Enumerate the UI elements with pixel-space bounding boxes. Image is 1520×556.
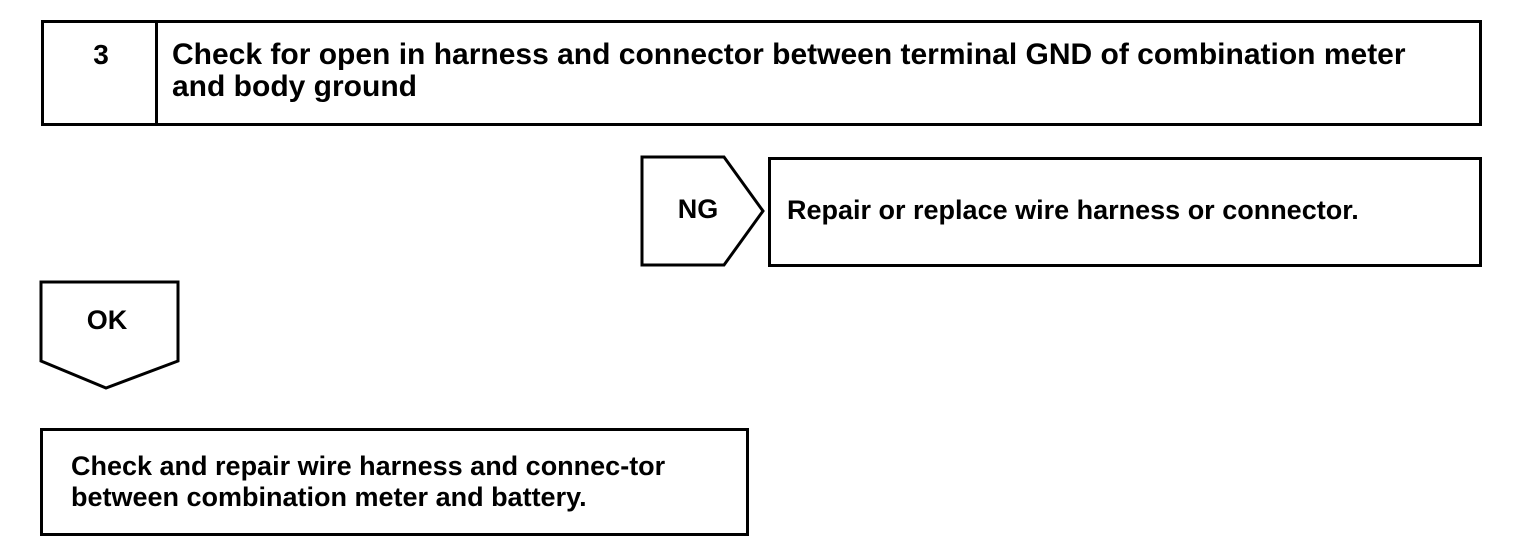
ng-arrow-shape: [640, 155, 765, 267]
ng-label: NG: [677, 194, 719, 224]
result-action-text: Check and repair wire harness and connec…: [71, 451, 666, 512]
repair-action-box: Repair or replace wire harness or connec…: [768, 157, 1482, 267]
ok-label: OK: [86, 305, 128, 335]
ok-arrow-shape: [39, 280, 180, 390]
step-box: 3 Check for open in harness and connecto…: [41, 20, 1482, 126]
repair-action-text: Repair or replace wire harness or connec…: [787, 195, 1359, 225]
step-number-cell: 3: [44, 23, 158, 123]
step-title: Check for open in harness and connector …: [172, 38, 1406, 103]
step-number: 3: [93, 39, 109, 70]
result-action-box: Check and repair wire harness and connec…: [40, 428, 749, 536]
